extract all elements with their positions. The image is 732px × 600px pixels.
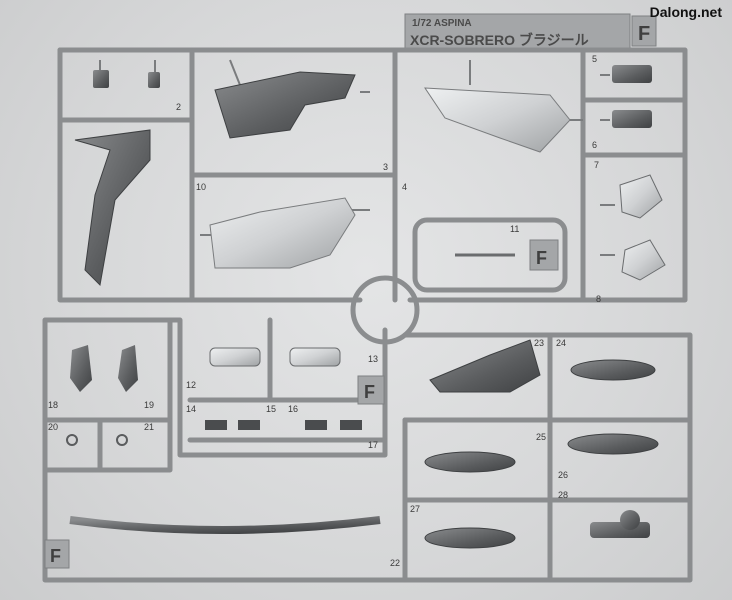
part-2: [148, 72, 160, 88]
part-5: [612, 65, 652, 83]
part-num-14: 14: [186, 404, 196, 414]
part-num-13: 13: [368, 354, 378, 364]
part-num-8: 8: [596, 294, 601, 304]
part-num-2: 2: [176, 102, 181, 112]
part-19: [118, 345, 138, 392]
part-num-19: 19: [144, 400, 154, 410]
tab-right: F: [529, 239, 559, 271]
part-21: [116, 434, 128, 446]
part-12: [209, 347, 261, 367]
part-1: [93, 70, 109, 88]
sprue-runners: [42, 47, 693, 583]
part-num-4: 4: [402, 182, 407, 192]
part-num-18: 18: [48, 400, 58, 410]
part-num-3: 3: [383, 162, 388, 172]
part-10: [209, 197, 356, 269]
part-num-11: 11: [510, 224, 519, 234]
tab-corner-letter: F: [50, 546, 61, 566]
part-6: [612, 110, 652, 128]
part-num-15: 15: [266, 404, 276, 414]
part-4: [424, 87, 571, 153]
sprue-gates: [99, 59, 615, 256]
part-20: [66, 434, 78, 446]
part-group-upper: [74, 65, 666, 287]
part-num-27: 27: [410, 504, 420, 514]
header-plate: 1/72 ASPINA XCR-SOBRERO ブラジール F: [404, 13, 657, 51]
part-23: [429, 339, 541, 393]
part-22: [69, 516, 381, 534]
part-24: [570, 359, 656, 381]
part-num-23: 23: [534, 338, 544, 348]
part-num-5: 5: [592, 54, 597, 64]
part-num-12: 12: [186, 380, 196, 390]
part-num-17: 17: [368, 440, 378, 450]
part-num-16: 16: [288, 404, 298, 414]
part-num-21: 21: [144, 422, 154, 432]
part-num-22: 22: [390, 558, 400, 568]
part-27: [424, 527, 516, 549]
part-14-17-small: [205, 420, 362, 430]
part-13: [289, 347, 341, 367]
part-26: [567, 433, 659, 455]
part-num-26: 26: [558, 470, 568, 480]
part-3: [214, 71, 356, 139]
watermark: Dalong.net: [649, 4, 722, 20]
part-7: [619, 174, 663, 219]
tab-center: F: [357, 375, 385, 405]
part-wing-left: [74, 129, 151, 287]
sprue-letter-text: F: [638, 23, 650, 45]
tab-center-letter: F: [364, 382, 375, 402]
part-group-lower: [66, 339, 659, 549]
part-18: [70, 345, 92, 392]
part-num-24: 24: [556, 338, 566, 348]
tab-corner: F: [44, 539, 70, 569]
part-num-28: 28: [558, 490, 568, 500]
scale-text: 1/72 ASPINA: [412, 18, 472, 29]
part-num-25: 25: [536, 432, 546, 442]
part-25: [424, 451, 516, 473]
model-text: XCR-SOBRERO ブラジール: [410, 32, 589, 48]
tab-right-letter: F: [536, 248, 547, 268]
part-num-20: 20: [48, 422, 58, 432]
part-num-7: 7: [594, 160, 599, 170]
part-8: [621, 239, 666, 281]
part-28: [590, 510, 650, 538]
part-number-labels: 2 3 4 5 6 7 8 10 11 12 13 14 15 16 17 18…: [48, 54, 601, 568]
part-num-6: 6: [592, 140, 597, 150]
part-num-10: 10: [196, 182, 206, 192]
